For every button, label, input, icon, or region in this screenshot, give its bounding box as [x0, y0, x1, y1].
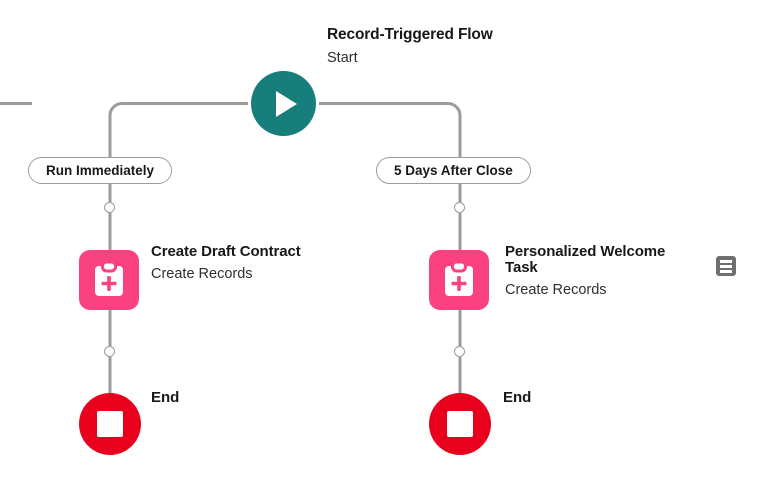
start-node-labels: Record-Triggered Flow Start — [327, 27, 493, 65]
action-node-labels-right: Personalized Welcome Task Create Records — [505, 244, 701, 298]
play-icon — [276, 90, 297, 117]
connector-dot-left-lower[interactable] — [104, 346, 115, 357]
action-node-personalized-welcome-task[interactable] — [429, 250, 489, 310]
branch-label-run-immediately[interactable]: Run Immediately — [28, 157, 173, 184]
branch-label-5-days-after-close[interactable]: 5 Days After Close — [376, 157, 531, 184]
list-line-3 — [720, 269, 732, 273]
list-line-2 — [720, 264, 732, 268]
start-node-title: Record-Triggered Flow — [327, 26, 493, 43]
start-node[interactable] — [251, 71, 316, 136]
clipboard-plus-icon — [95, 262, 123, 296]
action-node-subtitle-right: Create Records — [505, 281, 607, 298]
action-node-title-right: Personalized Welcome Task — [505, 243, 666, 276]
end-node-label-right: End — [503, 389, 532, 406]
end-node-right[interactable] — [429, 393, 491, 455]
wire-branch-right-top — [319, 102, 462, 157]
connector-dot-right-lower[interactable] — [454, 346, 465, 357]
list-view-icon[interactable] — [716, 256, 736, 276]
stop-square-icon — [447, 411, 473, 437]
stop-square-icon — [97, 411, 123, 437]
action-node-subtitle-left: Create Records — [151, 265, 253, 282]
wire-branch-left-top — [108, 102, 248, 157]
connector-dot-left-upper[interactable] — [104, 202, 115, 213]
end-node-left[interactable] — [79, 393, 141, 455]
list-line-1 — [720, 259, 732, 263]
end-node-label-left: End — [151, 389, 180, 406]
start-node-subtitle: Start — [327, 49, 358, 66]
action-node-create-draft-contract[interactable] — [79, 250, 139, 310]
action-node-labels-left: Create Draft Contract Create Records — [151, 244, 351, 282]
connector-dot-right-upper[interactable] — [454, 202, 465, 213]
action-node-title-left: Create Draft Contract — [151, 243, 301, 260]
clipboard-plus-icon — [445, 262, 473, 296]
